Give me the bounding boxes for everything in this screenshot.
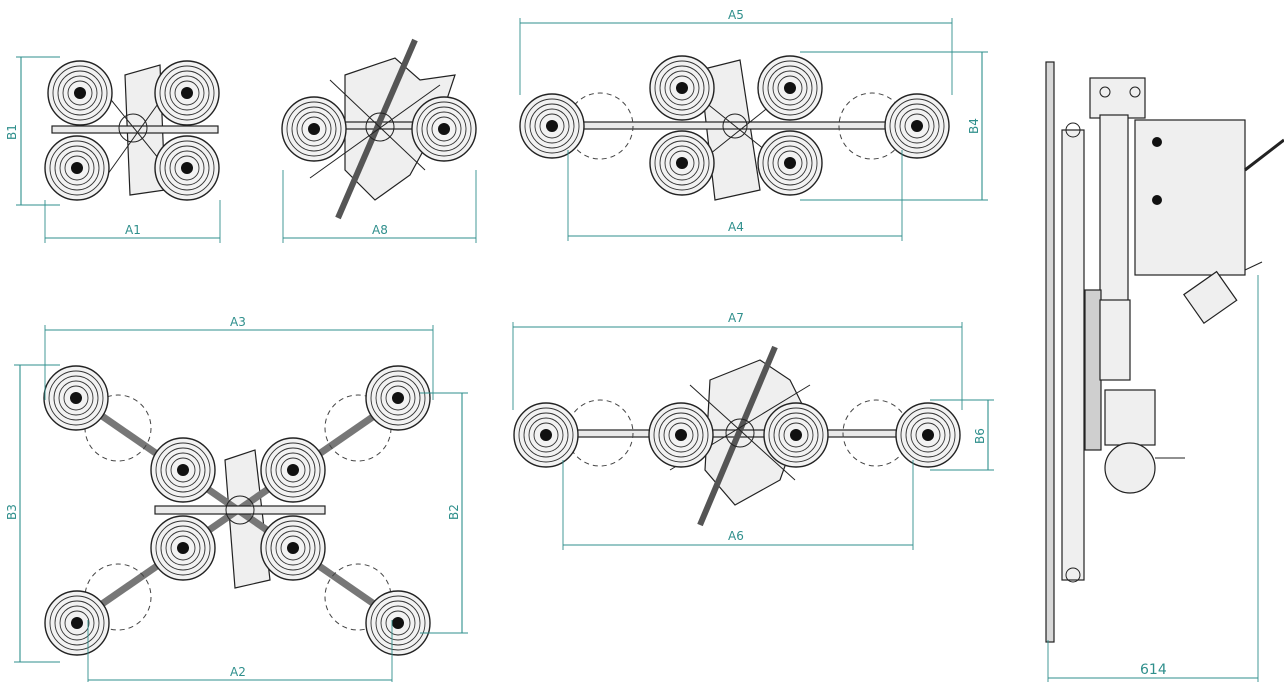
side-view (1045, 61, 1284, 682)
dim-label-b4: B4 (967, 118, 981, 134)
dim-label-b3: B3 (5, 504, 19, 520)
dim-label-a2: A2 (230, 665, 246, 679)
dim-label-a4: A4 (728, 220, 744, 234)
view-a1-b1 (16, 56, 221, 243)
dim-label-a1: A1 (125, 223, 141, 237)
view-a2-a3-b2-b3 (14, 325, 468, 682)
dim-label-a5: A5 (728, 8, 744, 22)
dim-label-b2: B2 (447, 504, 461, 520)
dim-label-b1: B1 (5, 124, 19, 140)
dim-label-a3: A3 (230, 315, 246, 329)
dim-label-a7: A7 (728, 311, 744, 325)
dim-label-side-width: 614 (1140, 662, 1167, 678)
view-a4-a5-b4 (519, 18, 988, 241)
dim-label-a6: A6 (728, 529, 744, 543)
view-a6-a7-b6 (512, 322, 994, 550)
dim-label-a8: A8 (372, 223, 388, 237)
view-a8 (281, 38, 477, 243)
dim-label-b6: B6 (973, 428, 987, 444)
